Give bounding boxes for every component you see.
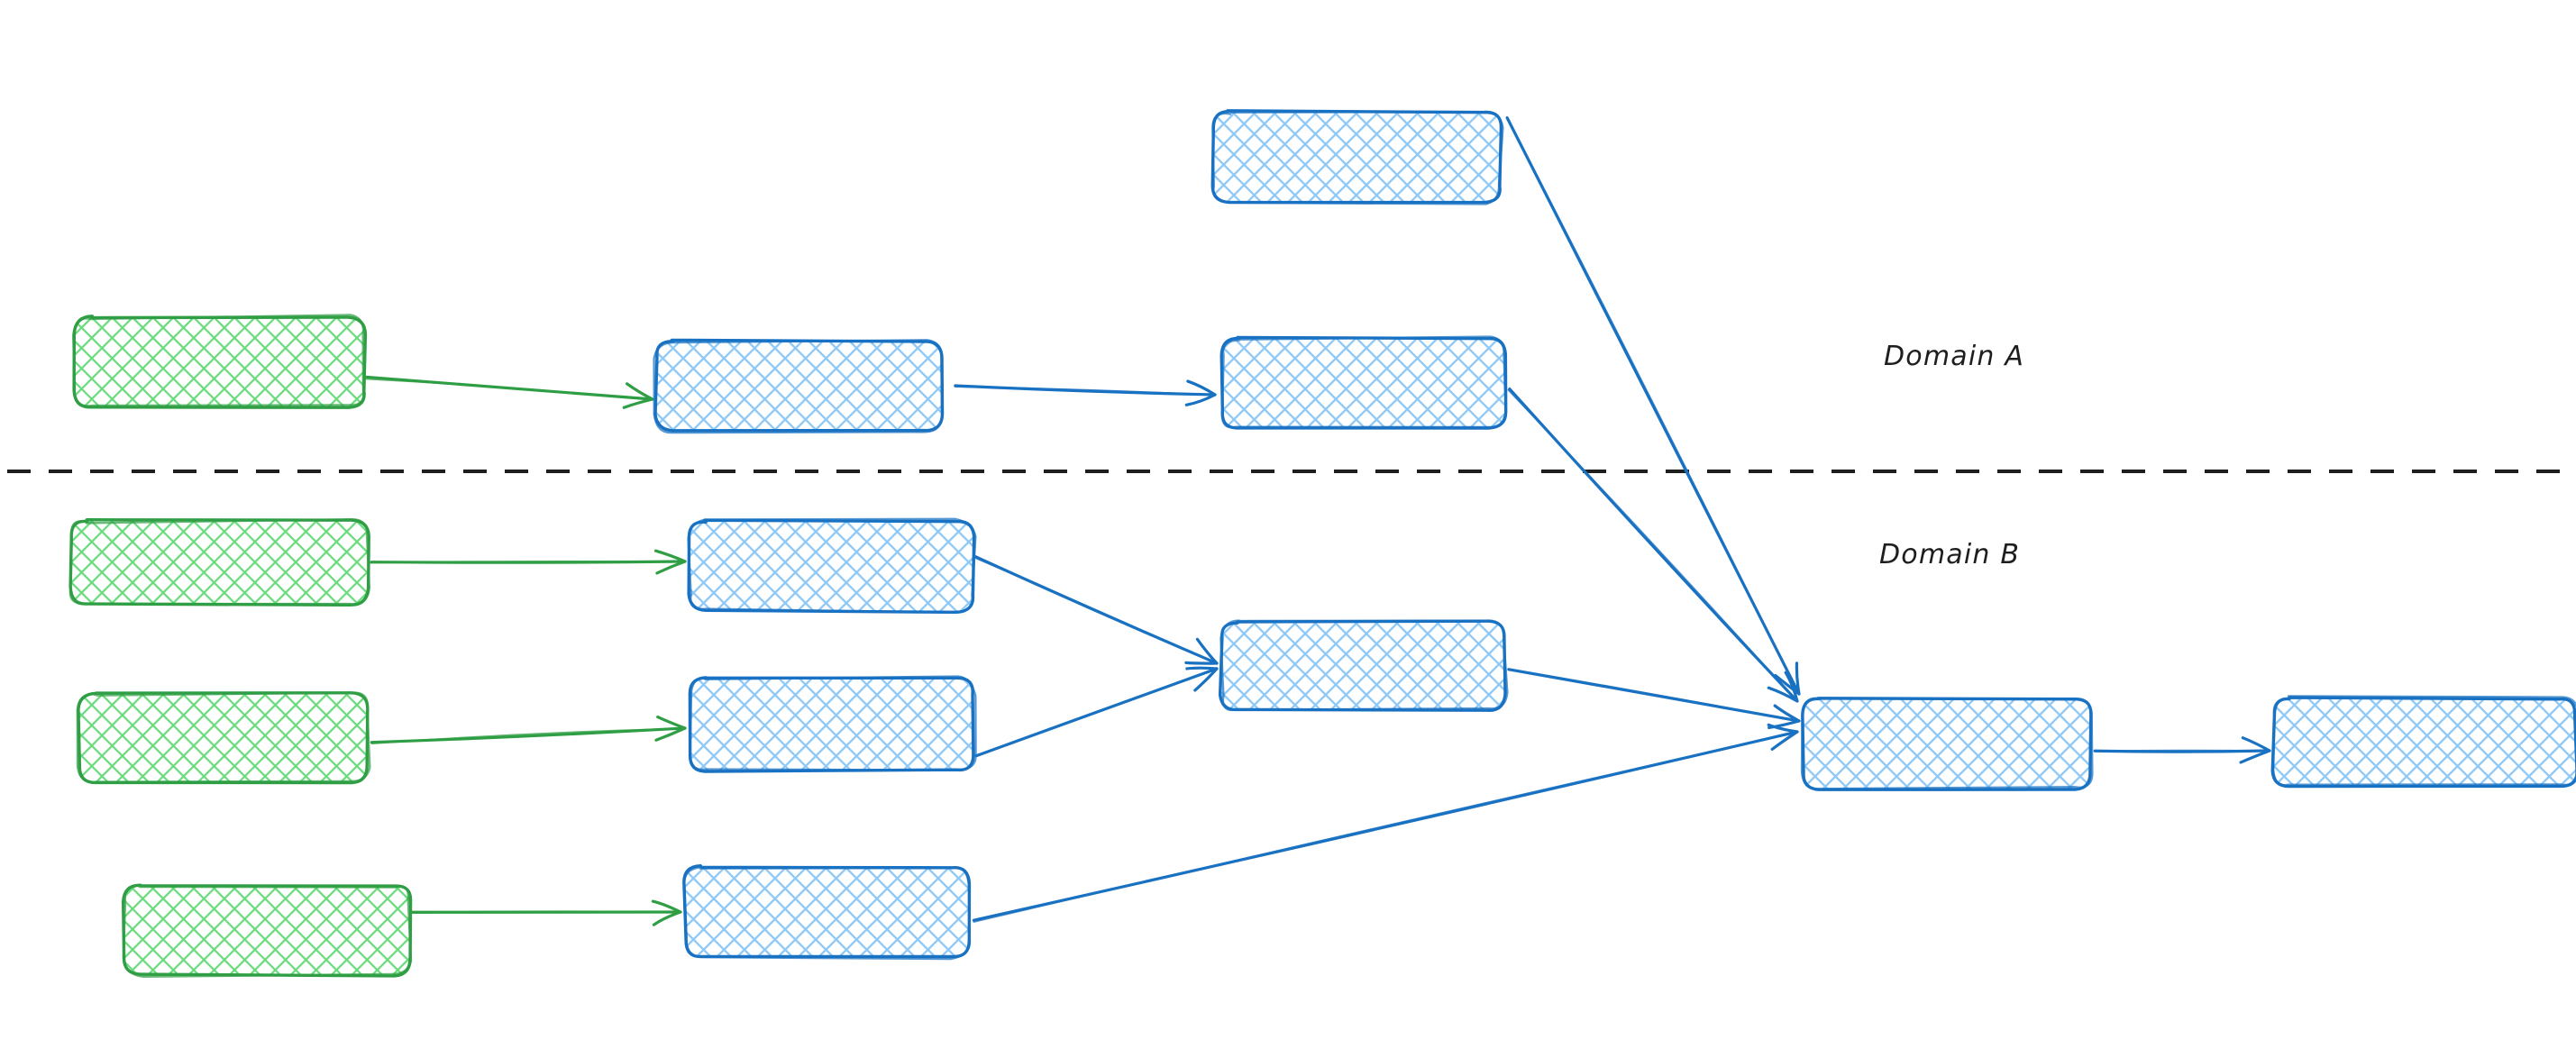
- node-outline: [687, 517, 977, 614]
- edge-arrowhead: [1767, 686, 1799, 703]
- edge-arrowhead: [622, 397, 654, 409]
- edge-arrowhead: [2241, 736, 2271, 753]
- edge-arrowhead: [1784, 670, 1799, 703]
- node-outline: [1219, 619, 1509, 712]
- process-node-b2[interactable]: [688, 675, 977, 773]
- process-node-out[interactable]: [2270, 695, 2576, 789]
- edge-shaft: [2095, 749, 2269, 753]
- edge-shaft: [975, 557, 1217, 664]
- source-node-b3[interactable]: [121, 883, 413, 978]
- node-outline: [72, 314, 365, 407]
- process-node-a1[interactable]: [653, 338, 945, 434]
- edge-shaft: [973, 731, 1797, 923]
- edge-arrowhead: [652, 910, 682, 926]
- node-fill: [2273, 698, 2576, 787]
- node-fill: [124, 885, 410, 975]
- domain-b-label: Domain B: [1879, 539, 2021, 570]
- edge-arrowhead: [1773, 704, 1801, 723]
- edge-blue-merge-to-blue-hub[interactable]: [1507, 668, 1801, 730]
- edge-blue-a1-to-blue-a2[interactable]: [954, 379, 1217, 406]
- process-node-a2[interactable]: [1219, 335, 1508, 430]
- node-fill: [70, 521, 368, 604]
- edge-arrowhead: [1774, 673, 1801, 696]
- edge-green-b3-to-blue-b3[interactable]: [410, 899, 682, 926]
- node-outline: [122, 884, 413, 978]
- node-fill: [1212, 112, 1501, 202]
- edge-arrowhead: [2239, 749, 2271, 764]
- edge-arrowhead: [1770, 730, 1799, 751]
- source-node-a1[interactable]: [72, 314, 368, 409]
- node-fill: [1221, 622, 1505, 710]
- process-node-merge[interactable]: [1218, 619, 1509, 712]
- edge-shaft: [975, 669, 1217, 757]
- edge-blue-b2-to-blue-merge[interactable]: [974, 666, 1219, 758]
- edge-shaft: [365, 378, 652, 401]
- source-node-b2[interactable]: [76, 691, 371, 785]
- edge-shaft: [370, 560, 684, 564]
- process-node-b1[interactable]: [687, 517, 977, 615]
- edge-blue-a2-to-blue-hub[interactable]: [1507, 388, 1799, 703]
- edge-green-b2-to-blue-b2[interactable]: [370, 715, 687, 745]
- edge-shaft: [954, 385, 1214, 397]
- edge-arrowhead: [1184, 393, 1217, 406]
- edge-arrowhead: [655, 560, 687, 575]
- edge-shaft: [1507, 668, 1798, 723]
- edge-arrowhead: [1186, 379, 1217, 397]
- node-outline: [1220, 335, 1507, 429]
- node-fill: [656, 341, 942, 431]
- edge-blue-a0-to-blue-hub[interactable]: [1505, 115, 1801, 696]
- domain-a-label: Domain A: [1884, 341, 2025, 372]
- node-fill: [690, 521, 973, 611]
- edge-blue-b1-to-blue-merge[interactable]: [973, 555, 1219, 665]
- edge-green-a1-to-blue-a1[interactable]: [365, 375, 654, 409]
- edge-arrowhead: [654, 726, 687, 742]
- node-outline: [76, 691, 371, 784]
- node-fill: [75, 317, 365, 407]
- node-outline: [653, 339, 944, 434]
- node-outline: [683, 865, 972, 961]
- edge-arrowhead: [1767, 723, 1799, 734]
- process-node-hub[interactable]: [1800, 697, 2094, 791]
- edge-arrowhead: [653, 549, 687, 563]
- nodes-layer: [69, 109, 2576, 978]
- node-fill: [690, 679, 973, 771]
- edge-arrowhead: [625, 382, 654, 401]
- edge-arrowhead: [1193, 667, 1219, 692]
- edge-blue-b3-to-blue-hub[interactable]: [972, 723, 1799, 923]
- edge-arrowhead: [1195, 637, 1219, 665]
- node-fill: [685, 867, 969, 957]
- edge-arrowhead: [1795, 661, 1801, 696]
- edge-shaft: [1505, 115, 1799, 694]
- edges-layer: [365, 115, 2271, 926]
- node-outline: [69, 517, 370, 606]
- source-node-b1[interactable]: [69, 517, 370, 607]
- process-node-a0[interactable]: [1210, 109, 1504, 205]
- edge-green-b1-to-blue-b1[interactable]: [370, 549, 687, 575]
- edge-shaft: [1507, 388, 1797, 701]
- node-fill: [79, 694, 368, 782]
- edge-arrowhead: [656, 715, 687, 730]
- edge-shaft: [411, 910, 680, 914]
- node-outline: [1800, 697, 2094, 790]
- process-node-b3[interactable]: [682, 863, 972, 961]
- node-outline: [1211, 110, 1504, 205]
- node-fill: [1803, 698, 2091, 789]
- node-outline: [689, 675, 977, 771]
- edge-arrowhead: [651, 899, 682, 914]
- edge-arrowhead: [1184, 661, 1219, 665]
- edge-shaft: [370, 727, 685, 745]
- edge-blue-hub-to-blue-out[interactable]: [2093, 736, 2271, 764]
- node-fill: [1221, 338, 1505, 428]
- edge-arrowhead: [1185, 666, 1219, 670]
